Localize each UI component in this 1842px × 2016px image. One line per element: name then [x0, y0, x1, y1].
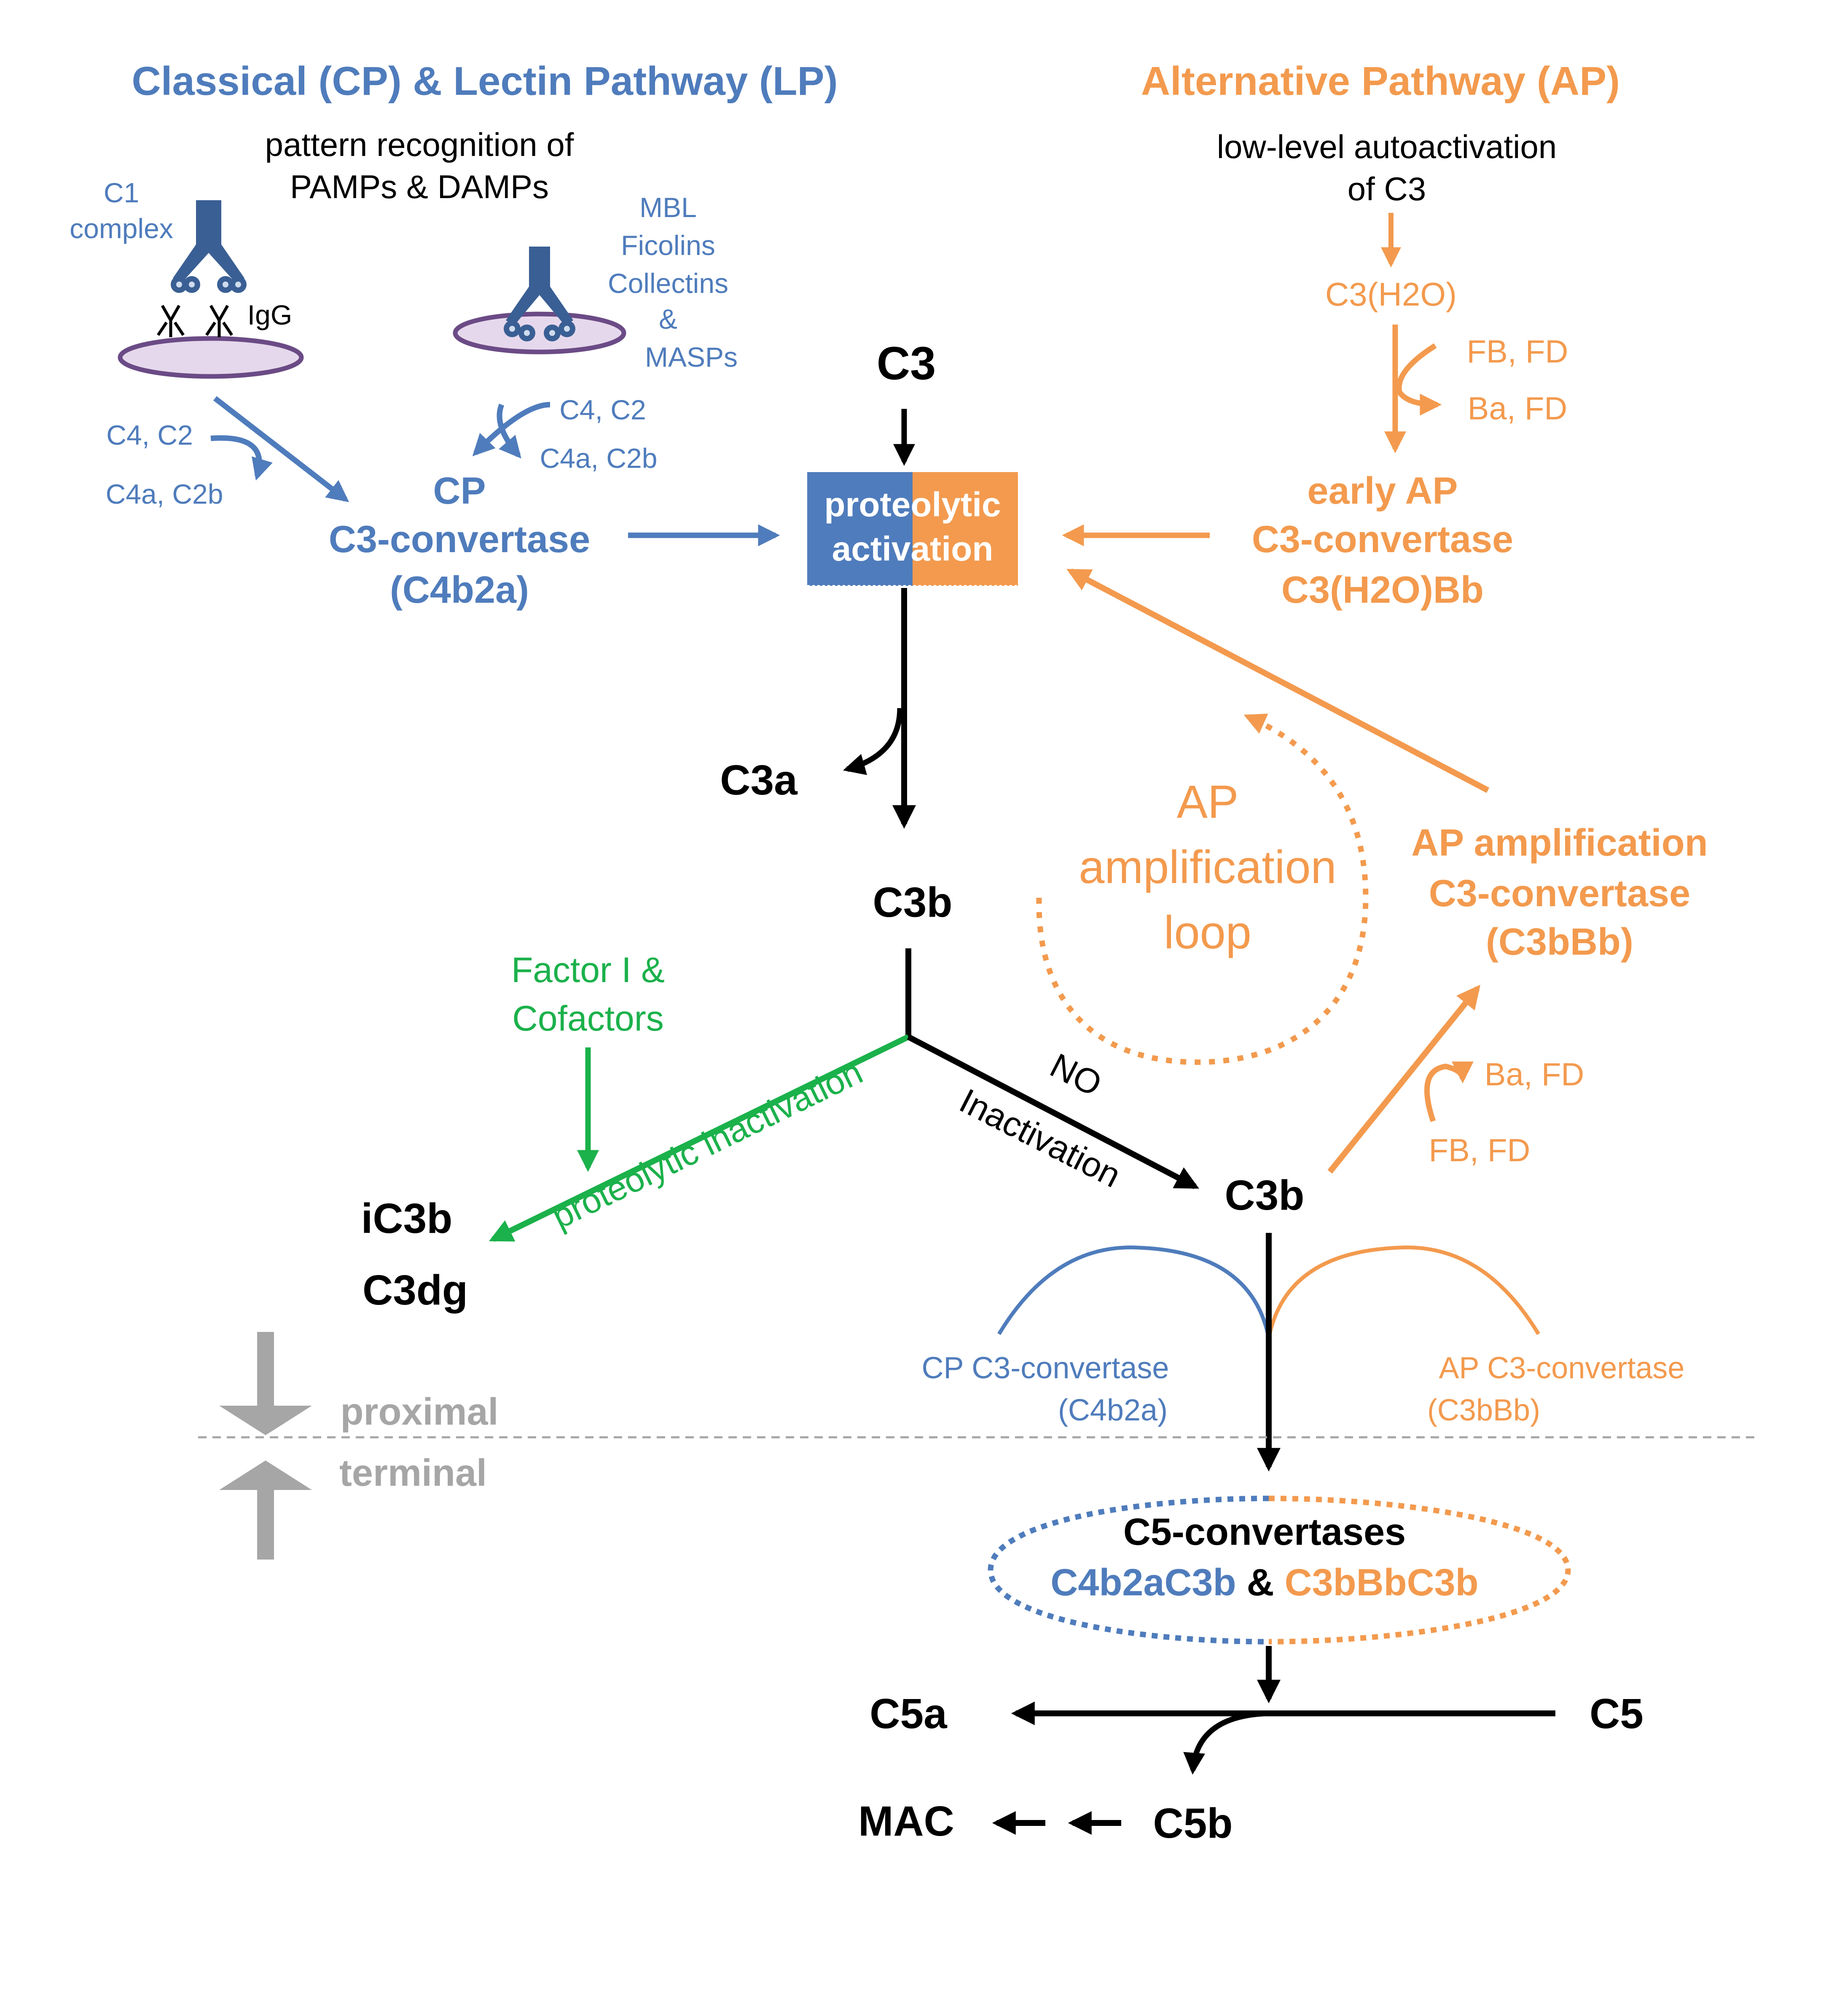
c3b-to-amp-convertase-arrow	[1327, 985, 1481, 1174]
ap-c3conv-small-line1: AP C3-convertase	[1439, 1351, 1685, 1385]
igg-antibody-left-icon	[157, 305, 185, 337]
ap-auto-line1: low-level autoactivation	[1217, 128, 1557, 165]
pattern-recognition-line2: PAMPs & DAMPs	[290, 168, 549, 205]
c5-label: C5	[1590, 1690, 1643, 1737]
c5a-label: C5a	[870, 1690, 948, 1737]
lectin-label-line3: Collectins	[608, 268, 728, 299]
svg-text:proteolytic: proteolytic	[824, 486, 1001, 524]
lp-branch-arrow	[497, 403, 521, 459]
lp-main-arrow	[472, 402, 550, 456]
c3a-label: C3a	[720, 757, 798, 804]
factor-i-line2: Cofactors	[512, 999, 663, 1038]
svg-text:C4b2aC3b & C3bBbC3b: C4b2aC3b & C3bBbC3b	[1050, 1562, 1478, 1604]
mbl-ficolin-icon	[453, 247, 626, 354]
c5b-label: C5b	[1153, 1800, 1233, 1847]
c1-complex-label-line1: C1	[104, 177, 139, 208]
c1-complex-icon	[118, 200, 304, 379]
cp-convertase-arc	[997, 1246, 1271, 1339]
terminal-up-arrow-icon	[219, 1460, 312, 1560]
ic3b-label: iC3b	[361, 1195, 453, 1242]
svg-text:activation: activation	[832, 530, 993, 568]
c5-convertases-title: C5-convertases	[1123, 1511, 1406, 1553]
inactivation-arrow	[489, 1034, 910, 1242]
ap-early-output-label: Ba, FD	[1468, 391, 1568, 427]
lectin-label-line5: MASPs	[645, 341, 738, 373]
amp-branch-arrow	[1424, 1061, 1474, 1122]
box-line1-blue: prote	[824, 486, 910, 524]
ap-loop-line2: amplification	[1079, 841, 1336, 893]
ap-auto-line2: of C3	[1348, 170, 1426, 207]
amp-convertase-to-activation-arrow	[1066, 568, 1490, 793]
igg-antibody-right-icon	[205, 305, 233, 337]
proteolytic-inactivation-label: proteolytic inactivation	[546, 1053, 868, 1236]
cp-input-label: C4, C2	[106, 419, 193, 451]
cp-output-label: C4a, C2b	[106, 478, 223, 510]
membrane-left	[118, 336, 304, 379]
c3a-release-arrow	[843, 708, 903, 775]
c3b-right: C3b	[1225, 1172, 1305, 1219]
c5conv-orange: C3bBbC3b	[1285, 1562, 1479, 1604]
lp-output-label: C4a, C2b	[540, 443, 658, 474]
c5conv-amp: &	[1247, 1562, 1274, 1604]
ap-early-input-label: FB, FD	[1467, 334, 1568, 370]
terminal-label: terminal	[339, 1452, 487, 1494]
pattern-recognition-line1: pattern recognition of	[265, 126, 574, 163]
cp-c3conv-small-line2: (C4b2a)	[1058, 1393, 1168, 1427]
cp-convertase-line1: CP	[433, 470, 486, 512]
ap-amp-line3: (C3bBb)	[1486, 921, 1633, 963]
cp-main-arrow	[213, 396, 349, 502]
ap-early-branch-arrow	[1396, 343, 1442, 416]
c3-top: C3	[877, 338, 936, 389]
mac-label: MAC	[858, 1798, 954, 1845]
c5b-release-arrow	[1183, 1710, 1269, 1775]
lp-input-label: C4, C2	[559, 394, 646, 425]
lectin-label-line2: Ficolins	[621, 230, 715, 261]
cp-branch-arrow	[210, 435, 273, 481]
amp-input-label: FB, FD	[1429, 1133, 1531, 1168]
box-line2-blue: activ	[832, 530, 911, 568]
amp-output-label: Ba, FD	[1485, 1057, 1584, 1093]
c3b-center: C3b	[873, 879, 953, 926]
proximal-label: proximal	[340, 1391, 498, 1433]
early-ap-convertase-line2: C3-convertase	[1252, 518, 1513, 561]
proximal-down-arrow-icon	[219, 1332, 312, 1435]
c3dg-label: C3dg	[362, 1267, 468, 1314]
box-line2-orange: ation	[911, 530, 993, 568]
ap-convertase-arc	[1267, 1246, 1540, 1339]
cp-convertase-line3: (C4b2a)	[390, 569, 529, 611]
c3h2o-label: C3(H2O)	[1325, 276, 1457, 313]
box-line1-orange: olytic	[910, 486, 1001, 524]
ap-title: Alternative Pathway (AP)	[1141, 59, 1620, 104]
cp-convertase-line2: C3-convertase	[329, 518, 590, 561]
ap-loop-line3: loop	[1164, 907, 1251, 958]
ap-loop-line1: AP	[1177, 776, 1239, 828]
proteolytic-activation-box: proteolytic activation	[807, 472, 1018, 587]
early-ap-convertase-line1: early AP	[1308, 470, 1458, 512]
membrane-right	[453, 311, 626, 354]
igg-label: IgG	[247, 299, 292, 330]
c1-complex-label-line2: complex	[70, 213, 173, 244]
c5conv-blue: C4b2aC3b	[1050, 1562, 1236, 1604]
no-inactivation-arrow	[907, 1034, 1199, 1189]
ap-c3conv-small-line2: (C3bBb)	[1427, 1393, 1540, 1427]
early-ap-convertase-line3: C3(H2O)Bb	[1281, 569, 1484, 611]
factor-i-line1: Factor I &	[511, 950, 665, 990]
ap-amp-line1: AP amplification	[1411, 822, 1708, 864]
cp-c3conv-small-line1: CP C3-convertase	[922, 1351, 1169, 1385]
c5conv-oval-blue	[988, 1495, 1269, 1645]
c5conv-oval-orange	[1268, 1495, 1571, 1645]
lectin-label-line4: &	[659, 303, 677, 335]
lectin-label-line1: MBL	[639, 192, 697, 223]
no-label: NO	[1044, 1046, 1108, 1104]
cp-lp-title: Classical (CP) & Lectin Pathway (LP)	[132, 59, 838, 104]
ap-amp-line2: C3-convertase	[1429, 872, 1690, 915]
